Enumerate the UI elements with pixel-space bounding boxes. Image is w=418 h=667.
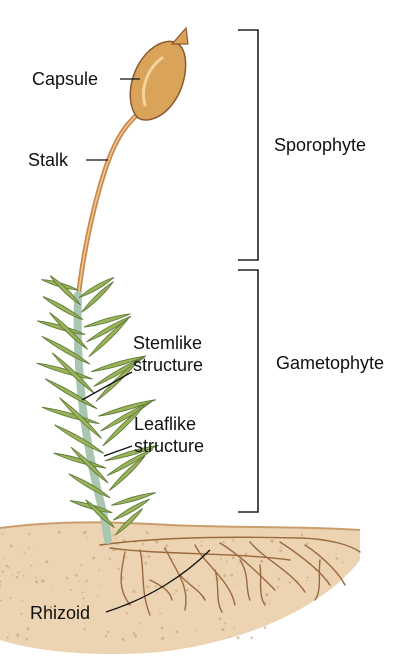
gametophyte-bracket — [238, 269, 259, 513]
soil — [0, 521, 361, 655]
capsule-shape — [129, 26, 189, 121]
soil-texture — [0, 530, 344, 641]
label-gametophyte: Gametophyte — [276, 353, 385, 373]
leader-lines — [81, 78, 211, 613]
label-capsule: Capsule — [32, 69, 99, 89]
label-stemlike-structure: Stemlike structure — [133, 332, 243, 376]
label-stalk: Stalk — [28, 150, 69, 170]
rhizoid-leader — [105, 549, 211, 613]
leaflike-leader — [103, 445, 133, 457]
stalk-shape — [75, 109, 143, 303]
label-stemlike-line2: structure — [133, 355, 204, 375]
label-sporophyte: Sporophyte — [274, 135, 367, 155]
label-rhizoid: Rhizoid — [30, 603, 91, 623]
stemlike-leader — [81, 371, 133, 401]
label-leaflike-line1: Leaflike — [134, 414, 197, 434]
label-leaflike-line2: structure — [134, 436, 205, 456]
rhizoid-network — [99, 536, 361, 616]
leafy-shoot — [36, 275, 159, 544]
sporophyte-bracket — [238, 29, 259, 261]
label-leaflike-structure: Leaflike structure — [134, 413, 244, 457]
label-stemlike-line1: Stemlike — [133, 333, 203, 353]
